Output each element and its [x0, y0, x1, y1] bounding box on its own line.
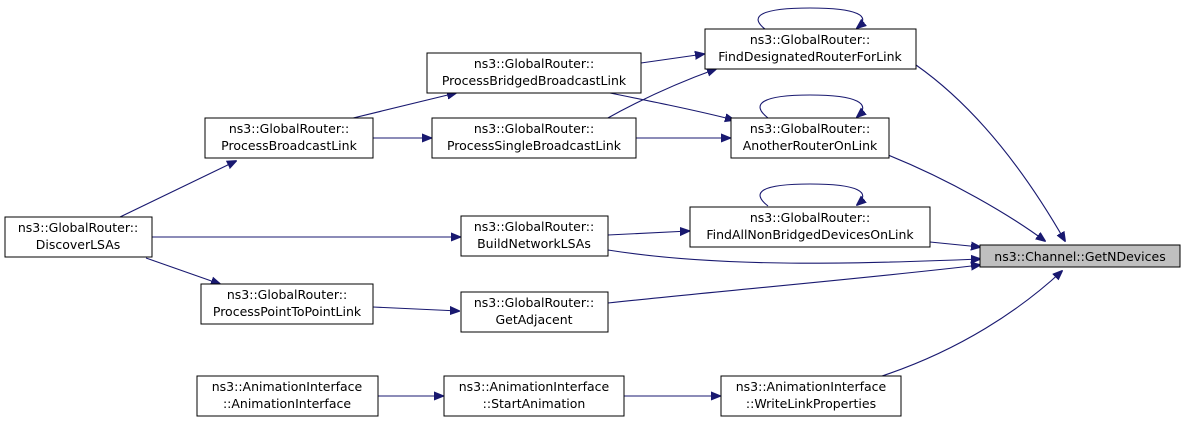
node-discover-lsas[interactable]: ns3::GlobalRouter:: DiscoverLSAs — [4, 216, 153, 258]
node-label-line1: ns3::AnimationInterface — [736, 379, 887, 394]
node-find-all-non-bridged-devices-on-link[interactable]: ns3::GlobalRouter:: FindAllNonBridgedDev… — [689, 206, 931, 248]
edge-findDesignated-getNDevices — [915, 64, 1065, 241]
edge-processBridged-findDesignated — [640, 54, 704, 64]
node-write-link-properties[interactable]: ns3::AnimationInterface ::WriteLinkPrope… — [720, 375, 902, 417]
node-label-line1: ns3::GlobalRouter:: — [474, 295, 594, 310]
edge-processBridged-anotherRouter — [594, 89, 734, 120]
edge-discoverLSAs-processBroadcast — [119, 161, 236, 218]
edge-buildNetworkLSAs-getNDevices — [607, 249, 980, 263]
node-label-line1: ns3::GlobalRouter:: — [750, 210, 870, 225]
node-label-line2: FindAllNonBridgedDevicesOnLink — [706, 227, 914, 242]
node-label-line1: ns3::GlobalRouter:: — [229, 121, 349, 136]
node-animation-interface-ctor[interactable]: ns3::AnimationInterface ::AnimationInter… — [196, 375, 379, 417]
node-label-line2: ProcessBridgedBroadcastLink — [442, 73, 627, 88]
node-label-line2: AnotherRouterOnLink — [743, 138, 878, 153]
node-start-animation[interactable]: ns3::AnimationInterface ::StartAnimation — [443, 375, 625, 417]
edge-processSingle-findDesignated — [605, 69, 716, 120]
node-label: ns3::Channel::GetNDevices — [994, 249, 1165, 264]
node-label-line1: ns3::GlobalRouter:: — [474, 219, 594, 234]
node-label-line1: ns3::GlobalRouter:: — [227, 287, 347, 302]
node-label-line2: ProcessSingleBroadcastLink — [447, 138, 622, 153]
node-label-line1: ns3::GlobalRouter:: — [474, 121, 594, 136]
edge-findAllNonBridged-self — [759, 183, 863, 206]
node-label-line2: ProcessBroadcastLink — [221, 138, 357, 153]
node-label-line2: ::WriteLinkProperties — [746, 396, 876, 411]
node-label-line1: ns3::GlobalRouter:: — [750, 32, 870, 47]
node-label-line2: DiscoverLSAs — [36, 237, 121, 252]
edge-findAllNonBridged-getNDevices — [929, 242, 980, 247]
node-label-line2: ProcessPointToPointLink — [213, 304, 362, 319]
node-label-line1: ns3::AnimationInterface — [212, 379, 363, 394]
node-process-single-broadcast-link[interactable]: ns3::GlobalRouter:: ProcessSingleBroadca… — [431, 117, 637, 159]
node-get-n-devices[interactable]: ns3::Channel::GetNDevices — [979, 244, 1181, 268]
node-label-line2: BuildNetworkLSAs — [477, 236, 591, 251]
node-process-point-to-point-link[interactable]: ns3::GlobalRouter:: ProcessPointToPointL… — [200, 283, 374, 325]
node-build-network-lsas[interactable]: ns3::GlobalRouter:: BuildNetworkLSAs — [460, 215, 609, 257]
edge-discoverLSAs-processP2P — [145, 257, 220, 284]
edge-anotherRouter-getNDevices — [887, 154, 1045, 241]
node-label-line2: GetAdjacent — [495, 312, 572, 327]
node-label-line1: ns3::GlobalRouter:: — [750, 121, 870, 136]
node-process-broadcast-link[interactable]: ns3::GlobalRouter:: ProcessBroadcastLink — [204, 117, 374, 159]
edge-anotherRouter-self — [759, 94, 863, 118]
edge-findDesignated-self — [757, 7, 863, 29]
edge-processP2P-getAdjacent — [372, 307, 459, 311]
edges — [119, 7, 1065, 396]
node-find-designated-router-for-link[interactable]: ns3::GlobalRouter:: FindDesignatedRouter… — [704, 28, 917, 70]
edge-getAdjacent-getNDevices — [607, 265, 980, 304]
node-get-adjacent[interactable]: ns3::GlobalRouter:: GetAdjacent — [460, 291, 609, 333]
node-label-line2: FindDesignatedRouterForLink — [718, 49, 902, 64]
edge-buildNetworkLSAs-findAllNonBridged — [607, 231, 689, 235]
nodes: ns3::Channel::GetNDevices ns3::GlobalRou… — [4, 28, 1181, 417]
node-label-line2: ::AnimationInterface — [223, 396, 351, 411]
edge-writeLink-getNDevices — [881, 271, 1062, 377]
node-label-line2: ::StartAnimation — [483, 396, 586, 411]
node-another-router-on-link[interactable]: ns3::GlobalRouter:: AnotherRouterOnLink — [730, 117, 890, 159]
node-label-line1: ns3::GlobalRouter:: — [474, 56, 594, 71]
node-label-line1: ns3::GlobalRouter:: — [18, 220, 138, 235]
node-process-bridged-broadcast-link[interactable]: ns3::GlobalRouter:: ProcessBridgedBroadc… — [426, 52, 642, 94]
node-label-line1: ns3::AnimationInterface — [459, 379, 610, 394]
edge-processBroadcast-processBridged — [344, 93, 456, 121]
